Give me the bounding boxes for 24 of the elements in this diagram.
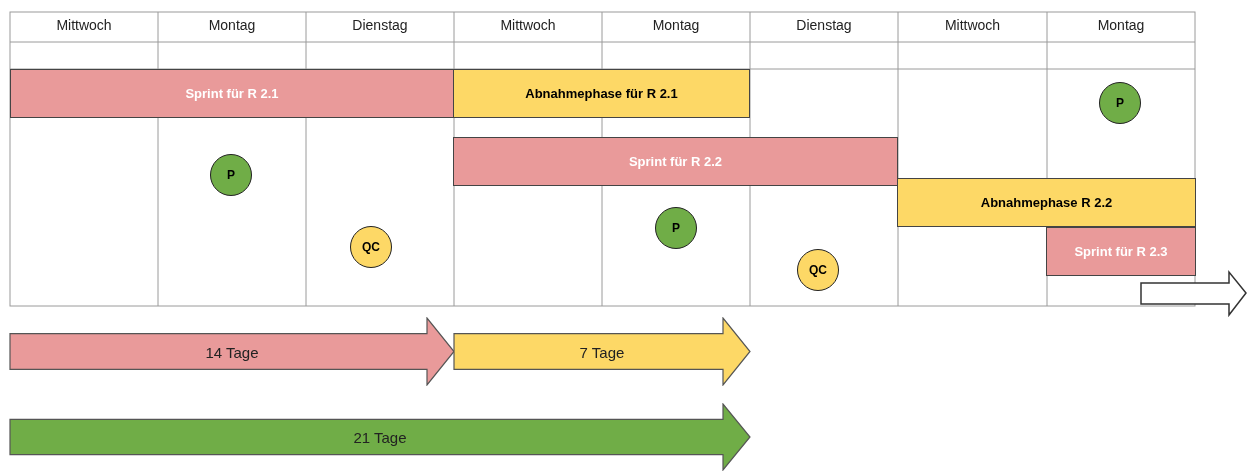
milestone-circle: QC (797, 249, 839, 291)
phase-bar: Sprint für R 2.3 (1046, 227, 1196, 276)
day-header: Mittwoch (499, 16, 557, 35)
day-header: Dienstag (351, 16, 409, 35)
duration-label: 21 Tage (352, 428, 408, 446)
phase-bar: Abnahmephase für R 2.1 (453, 69, 750, 118)
phase-bar: Abnahmephase R 2.2 (897, 178, 1196, 227)
duration-bar (9, 317, 455, 386)
day-header: Montag (1096, 16, 1146, 35)
milestone-circle: QC (350, 226, 392, 268)
duration-label: 14 Tage (204, 343, 260, 360)
duration-bar (9, 403, 751, 471)
day-header: Montag (207, 16, 257, 35)
day-header: Montag (651, 16, 701, 35)
duration-bar (453, 317, 751, 386)
milestone-circle: P (655, 207, 697, 249)
milestone-circle: P (1099, 82, 1141, 124)
phase-bar: Sprint für R 2.2 (453, 137, 898, 186)
phase-bar: Sprint für R 2.1 (10, 69, 454, 118)
day-header: Dienstag (795, 16, 853, 35)
milestone-circle: P (210, 154, 252, 196)
day-header: Mittwoch (55, 16, 113, 35)
day-header: Mittwoch (943, 16, 1002, 35)
duration-label: 7 Tage (578, 343, 626, 360)
